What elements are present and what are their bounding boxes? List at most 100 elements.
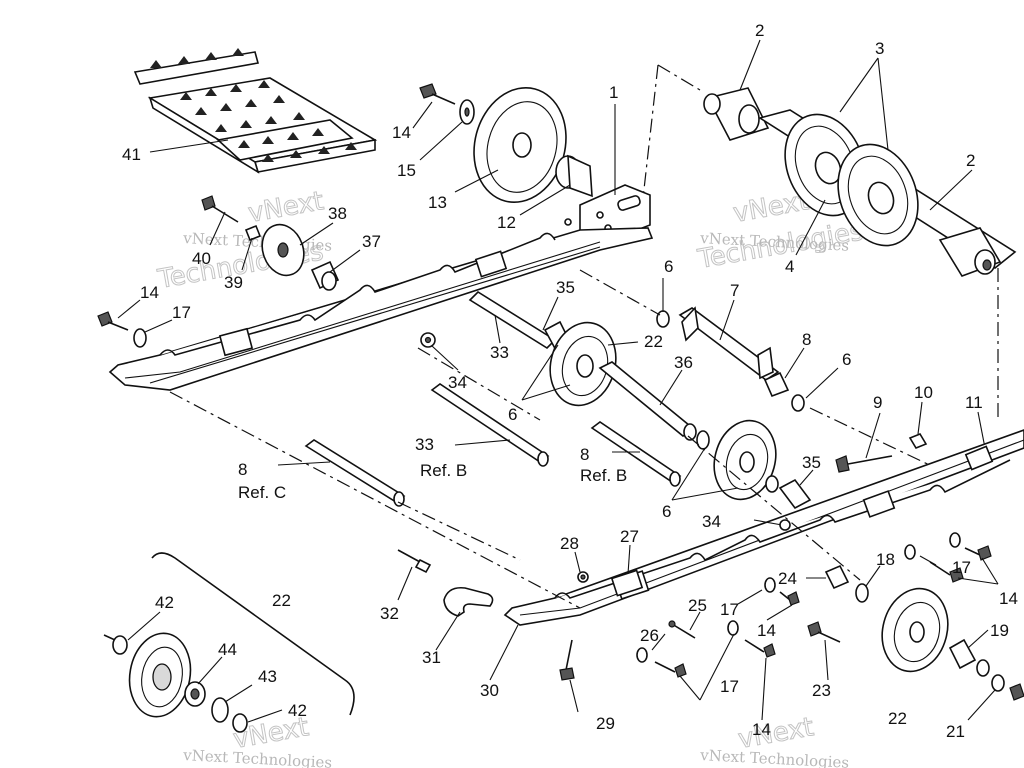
- leader-15: [419, 121, 463, 161]
- leader-14b: [117, 299, 141, 319]
- leader-6a: [521, 384, 571, 401]
- leader-42b: [247, 709, 283, 723]
- part-2-right-spacer: [938, 227, 1002, 277]
- part-43-snap-ring: [211, 697, 229, 723]
- leader-14d: [957, 577, 999, 585]
- part-34-nut-upper: [420, 332, 436, 348]
- label-1: 1: [609, 83, 618, 102]
- part-29-bolt: [559, 639, 575, 681]
- leader-22a: [607, 341, 639, 346]
- leader-2a: [739, 39, 761, 91]
- leader-10: [917, 401, 923, 435]
- leader-4: [795, 199, 826, 256]
- label-6: 6: [508, 405, 517, 424]
- part-14-bolt-right-b: [964, 545, 992, 561]
- label-9: 9: [873, 393, 882, 412]
- part-22-wheel-lower-center: [713, 419, 777, 501]
- part-14-bolt-lower: [654, 591, 800, 678]
- label-35: 35: [556, 278, 575, 297]
- label-34: 34: [448, 373, 467, 392]
- label-15: 15: [397, 161, 416, 180]
- label-44: 44: [218, 640, 237, 659]
- label-39: 39: [224, 273, 243, 292]
- leader-2b: [929, 169, 973, 211]
- part-33-shaft-refB: [430, 383, 550, 467]
- label-3: 3: [875, 39, 884, 58]
- leader-19: [967, 629, 989, 649]
- leader-27: [627, 544, 631, 575]
- leader-43: [224, 684, 253, 703]
- label-41: 41: [122, 145, 141, 164]
- label-43: 43: [258, 667, 277, 686]
- leader-35a: [542, 296, 559, 331]
- label-2: 2: [966, 151, 975, 170]
- part-6-washer-a: [656, 310, 670, 328]
- leader-41: [149, 139, 229, 153]
- part-31-clip: [443, 586, 494, 617]
- leader-13: [454, 169, 499, 193]
- label-17: 17: [720, 677, 739, 696]
- part-12-bushing: [555, 154, 593, 198]
- part-15-washer-top: [459, 99, 475, 125]
- part-18-washer: [855, 583, 869, 603]
- label-14: 14: [999, 589, 1018, 608]
- part-8-shaft-refC: [304, 439, 406, 507]
- part-19-spacer: [948, 638, 977, 670]
- leader-14f: [761, 657, 767, 721]
- part-10-nut: [908, 433, 928, 449]
- leader-34a: [431, 345, 459, 371]
- centerline-c: [417, 347, 541, 421]
- watermark-bottom-right: vNext vNext Technologies: [699, 712, 850, 768]
- ref-b-label: Ref. B: [420, 461, 467, 480]
- leader-29: [569, 679, 579, 713]
- leader-36: [659, 369, 683, 406]
- leader-38: [299, 222, 334, 246]
- part-14-bolt-top: [419, 83, 456, 105]
- leader-17d: [699, 633, 735, 701]
- part-6-washer-b: [791, 394, 805, 412]
- label-35: 35: [802, 453, 821, 472]
- label-6: 6: [664, 257, 673, 276]
- centerline-e: [397, 501, 521, 561]
- leader-14e: [766, 604, 793, 621]
- label-8: 8: [802, 330, 811, 349]
- leader-8a: [784, 347, 805, 379]
- part-36-shaft: [598, 361, 697, 441]
- label-21: 21: [946, 722, 965, 741]
- leader-6e: [671, 447, 706, 501]
- centerline-mid-a: [579, 269, 661, 316]
- label-24: 24: [778, 569, 797, 588]
- label-40: 40: [192, 249, 211, 268]
- leader-35b: [799, 469, 814, 486]
- leader-32: [397, 566, 413, 601]
- label-25: 25: [688, 596, 707, 615]
- label-27: 27: [620, 527, 639, 546]
- centerline-d: [687, 435, 861, 581]
- label-12: 12: [497, 213, 516, 232]
- label-2: 2: [755, 21, 764, 40]
- label-29: 29: [596, 714, 615, 733]
- part-37-spacer: [310, 260, 340, 291]
- label-8: 8: [238, 460, 247, 479]
- leader-7: [719, 299, 735, 341]
- label-22: 22: [272, 591, 291, 610]
- watermark-bottom-left: vNext vNext Technologies: [182, 712, 333, 768]
- leader-9: [865, 412, 881, 459]
- part-25-pin: [668, 620, 696, 639]
- svg-text:vNext Technologies: vNext Technologies: [182, 746, 333, 768]
- part-38-wheel-small: [261, 223, 305, 277]
- part-2-upper-spacer: [703, 87, 770, 141]
- leader-8refC: [277, 461, 331, 466]
- label-17: 17: [172, 303, 191, 322]
- label-30: 30: [480, 681, 499, 700]
- part-17-washer-right: [904, 532, 961, 560]
- leader-28: [574, 551, 581, 573]
- leader-17b: [919, 555, 937, 566]
- label-6: 6: [662, 502, 671, 521]
- callout-labels: 1 2 2 3 4 6 6 6 6 7 8 8 8 9 10 11 12 13 …: [122, 21, 1018, 741]
- leader-33refB: [454, 439, 511, 446]
- part-21-washer: [976, 659, 1024, 701]
- leader-6b: [521, 344, 559, 401]
- label-33: 33: [415, 435, 434, 454]
